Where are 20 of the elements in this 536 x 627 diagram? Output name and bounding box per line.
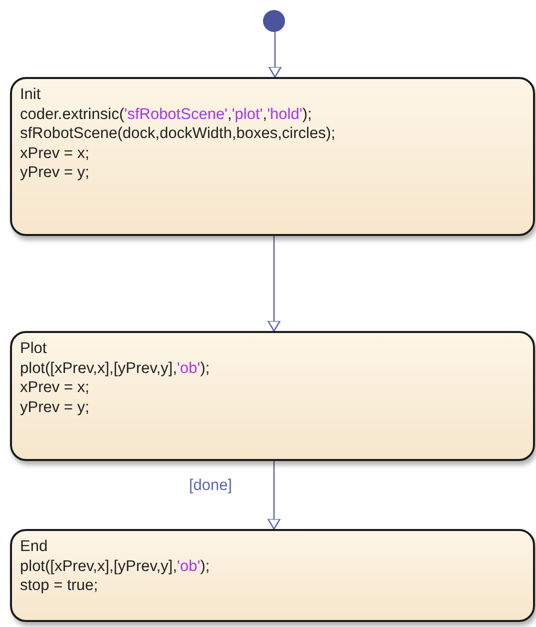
code-line: coder.extrinsic('sfRobotScene','plot','hold'); — [20, 104, 312, 124]
code-line: sfRobotScene(dock,dockWidth,boxes,circles); — [20, 124, 336, 144]
state-name: Init — [20, 85, 41, 104]
code-line: yPrev = y; — [20, 398, 90, 417]
code-line: xPrev = x; — [20, 378, 90, 398]
transition-label: [done] — [188, 477, 234, 495]
code-line: yPrev = y; — [20, 163, 90, 182]
state-box — [10, 77, 535, 236]
code-line: stop = true; — [20, 576, 98, 596]
state-name: Plot — [20, 339, 47, 358]
transition-arrow — [268, 32, 282, 78]
code-line: plot([xPrev,x],[yPrev,y],'ob'); — [20, 556, 210, 576]
state-name: End — [20, 537, 48, 556]
state-box — [10, 529, 535, 622]
state-box — [10, 331, 535, 461]
initial-state-dot — [263, 10, 285, 32]
transition-arrow — [267, 461, 281, 530]
code-line: xPrev = x; — [20, 144, 90, 163]
code-line: plot([xPrev,x],[yPrev,y],'ob'); — [20, 358, 210, 378]
transition-arrow — [267, 236, 281, 332]
